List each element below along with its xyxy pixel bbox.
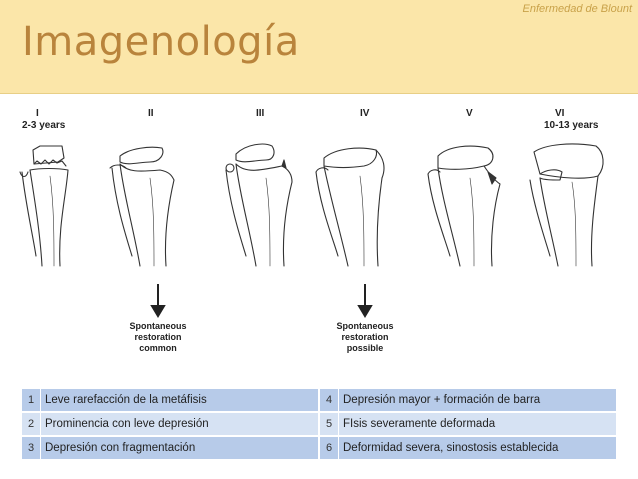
- table-cell: 2 Prominencia con leve depresión: [22, 413, 318, 435]
- stage-number: 5: [320, 413, 338, 435]
- note-stage-2-line-3: common: [139, 343, 177, 353]
- stage-description: Depresión mayor + formación de barra: [339, 389, 616, 411]
- stage-5-label: V: [466, 108, 473, 119]
- tibia-stage-5: [427, 145, 501, 267]
- langenskiold-figure: I 2-3 years II III IV V VI 10-13 years: [0, 106, 638, 376]
- note-stage-4: Spontaneous restoration possible: [320, 321, 410, 354]
- table-cell: 3 Depresión con fragmentación: [22, 437, 318, 459]
- tibia-stage-6: [529, 143, 604, 267]
- stage-description: Leve rarefacción de la metáfisis: [41, 389, 318, 411]
- stage-description: Deformidad severa, sinostosis establecid…: [339, 437, 616, 459]
- stage-3-label: III: [256, 108, 265, 119]
- stage-6-label: VI: [555, 108, 565, 119]
- slide-title: Imagenología: [22, 19, 300, 65]
- tibia-stage-2: [109, 146, 175, 267]
- stage-number: 1: [22, 389, 40, 411]
- tibia-stage-4: [315, 147, 385, 267]
- arrow-stage-4: [357, 284, 373, 318]
- note-stage-4-line-3: possible: [346, 343, 384, 353]
- stage-description: Prominencia con leve depresión: [41, 413, 318, 435]
- note-stage-2: Spontaneous restoration common: [113, 321, 203, 354]
- table-row: 1 Leve rarefacción de la metáfisis 4 Dep…: [22, 389, 616, 411]
- tibia-stage-1: [19, 145, 69, 267]
- tibia-stage-3: [225, 143, 293, 267]
- note-stage-2-line-1: Spontaneous: [129, 321, 187, 331]
- stage-1-label: I: [36, 108, 39, 119]
- tibia-drawings: [19, 143, 604, 318]
- table-cell: 1 Leve rarefacción de la metáfisis: [22, 389, 318, 411]
- stage-2-label: II: [148, 108, 154, 119]
- stage-description: FIsis severamente deformada: [339, 413, 616, 435]
- stages-table: 1 Leve rarefacción de la metáfisis 4 Dep…: [22, 389, 616, 461]
- slide-subtitle: Enfermedad de Blount: [522, 3, 632, 15]
- note-stage-2-line-2: restoration: [134, 332, 182, 342]
- stage-description: Depresión con fragmentación: [41, 437, 318, 459]
- stage-1-age: 2-3 years: [22, 120, 66, 131]
- stage-number: 4: [320, 389, 338, 411]
- stage-number: 2: [22, 413, 40, 435]
- stage-number: 6: [320, 437, 338, 459]
- table-cell: 5 FIsis severamente deformada: [320, 413, 616, 435]
- note-stage-4-line-1: Spontaneous: [336, 321, 394, 331]
- stage-4-label: IV: [360, 108, 370, 119]
- table-row: 2 Prominencia con leve depresión 5 FIsis…: [22, 413, 616, 435]
- table-cell: 6 Deformidad severa, sinostosis establec…: [320, 437, 616, 459]
- table-row: 3 Depresión con fragmentación 6 Deformid…: [22, 437, 616, 459]
- stage-6-age: 10-13 years: [544, 120, 599, 131]
- note-stage-4-line-2: restoration: [341, 332, 389, 342]
- table-cell: 4 Depresión mayor + formación de barra: [320, 389, 616, 411]
- stage-number: 3: [22, 437, 40, 459]
- slide-header: Enfermedad de Blount Imagenología: [0, 0, 638, 94]
- arrow-stage-2: [150, 284, 166, 318]
